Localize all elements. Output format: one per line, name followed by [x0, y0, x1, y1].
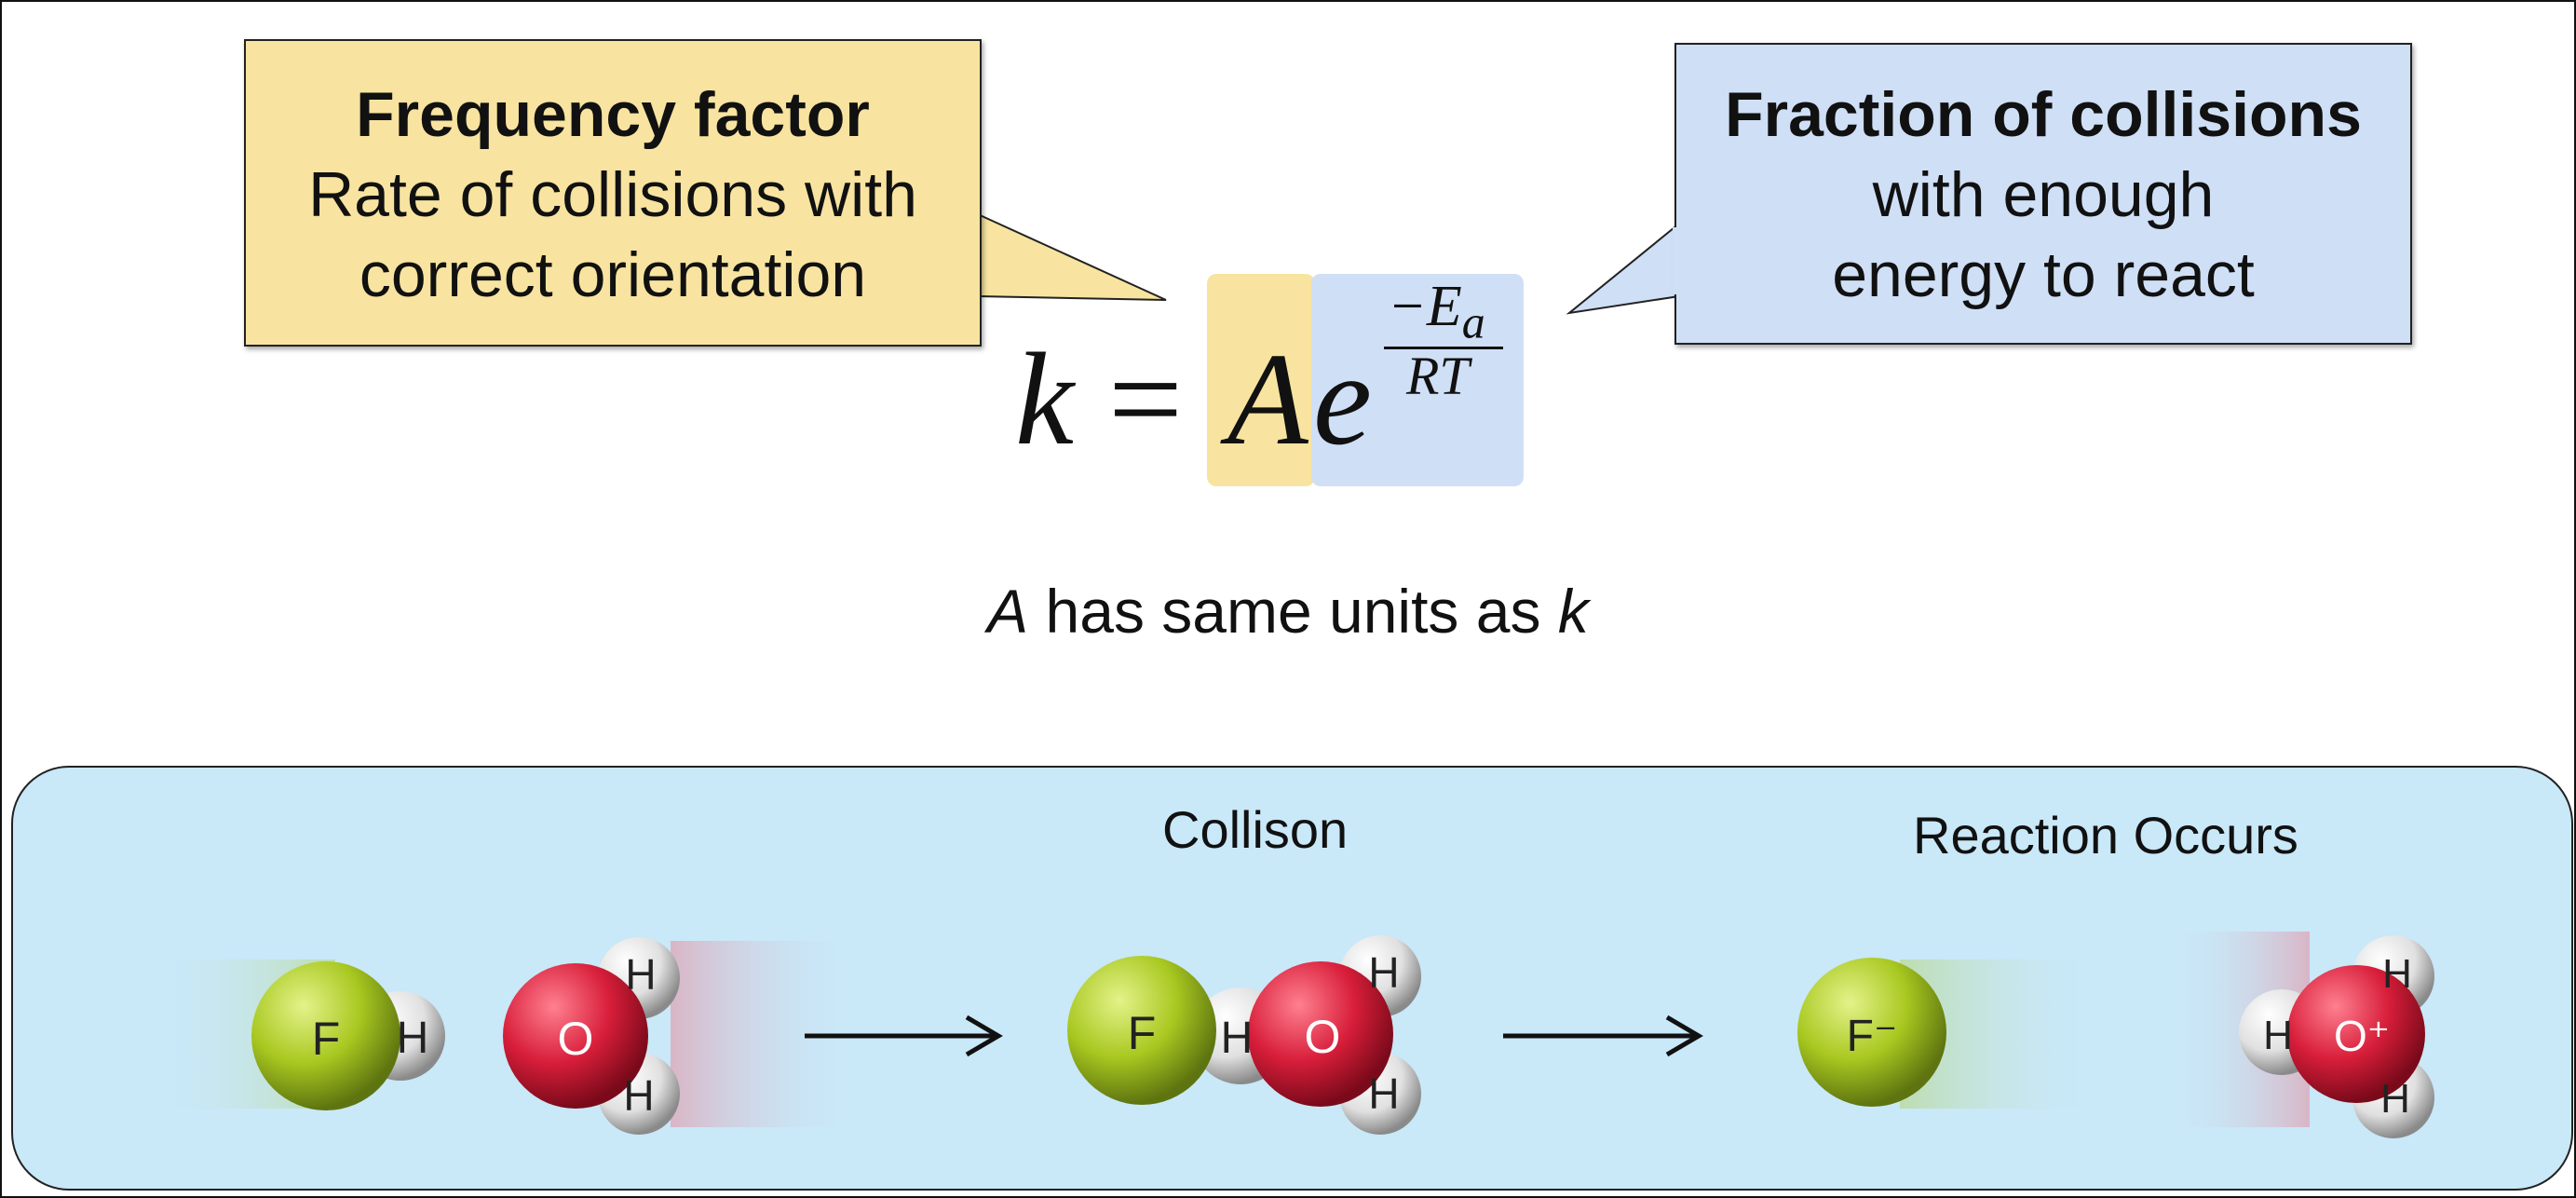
frequency-factor-line1: Rate of collisions with — [308, 159, 917, 230]
units-note-text: has same units as — [1028, 577, 1558, 646]
fraction-collisions-callout: Fraction of collisions with enough energ… — [1674, 43, 2412, 345]
hydrogen-symbol: H — [1368, 1069, 1399, 1118]
callout-seam-right — [1673, 227, 1678, 294]
hydronium-oxygen-symbol: O⁺ — [2334, 1012, 2390, 1060]
reaction-arrow — [805, 1014, 1003, 1057]
fluoride-ion: F⁻ — [1797, 958, 1946, 1107]
units-note-A: A — [987, 577, 1029, 646]
fluoride-symbol: F⁻ — [1847, 1012, 1898, 1061]
hydrogen-symbol: H — [397, 1014, 429, 1063]
equation-k: k — [1015, 325, 1075, 472]
equation-equals: = — [1108, 325, 1184, 472]
equation-A: A — [1227, 325, 1308, 472]
fluorine-atom — [1067, 956, 1216, 1105]
exponent-numerator: −Ea — [1388, 274, 1485, 348]
hydrogen-symbol: H — [623, 1071, 654, 1120]
hydrogen-symbol: H — [2382, 951, 2412, 997]
fluorine-atom — [1797, 958, 1946, 1107]
A-highlight — [1207, 274, 1315, 486]
hydrogen-symbol: H — [1221, 1014, 1254, 1063]
oxygen-symbol: O — [558, 1013, 594, 1065]
oxygen-symbol: O — [1305, 1011, 1341, 1063]
exponent-fraction-bar — [1384, 347, 1503, 349]
exponent-denominator: RT — [1406, 346, 1470, 406]
exponential-highlight — [1311, 274, 1524, 486]
water-molecule: O H H — [503, 937, 680, 1135]
fluorine-atom — [251, 961, 400, 1110]
units-note: A has same units as k — [0, 576, 2576, 647]
oxygen-atom — [2287, 965, 2425, 1103]
hydronium-ion: O⁺ H H H — [2239, 935, 2434, 1138]
fraction-collisions-line2: energy to react — [1832, 239, 2255, 310]
frequency-factor-line2: correct orientation — [359, 239, 867, 310]
hf-molecule: F H — [251, 961, 445, 1110]
reaction-arrow — [1503, 1014, 1703, 1057]
collision-complex: F H O H H — [1067, 935, 1421, 1135]
oxygen-atom — [503, 963, 648, 1109]
exponent-minus-E: −E — [1388, 275, 1462, 338]
frequency-factor-callout: Frequency factor Rate of collisions with… — [244, 39, 982, 347]
fluorine-symbol: F — [312, 1013, 341, 1065]
hydrogen-symbol: H — [2263, 1013, 2293, 1058]
equation-e: e — [1313, 325, 1373, 472]
hydrogen-symbol: H — [625, 950, 656, 999]
reaction-label: Reaction Occurs — [1913, 806, 2298, 864]
units-note-k: k — [1557, 577, 1589, 646]
fluorine-symbol: F — [1128, 1007, 1157, 1059]
callout-seam-left — [974, 218, 980, 294]
fraction-collisions-line1: with enough — [1872, 159, 2215, 230]
frequency-factor-title: Frequency factor — [356, 79, 870, 150]
hydrogen-symbol: H — [1368, 948, 1399, 997]
exponent-subscript-a: a — [1461, 295, 1485, 348]
hydrogen-symbol: H — [2380, 1076, 2410, 1122]
fraction-collisions-title: Fraction of collisions — [1725, 79, 2362, 150]
oxygen-atom — [1248, 961, 1393, 1107]
collision-label: Collison — [1162, 800, 1349, 859]
